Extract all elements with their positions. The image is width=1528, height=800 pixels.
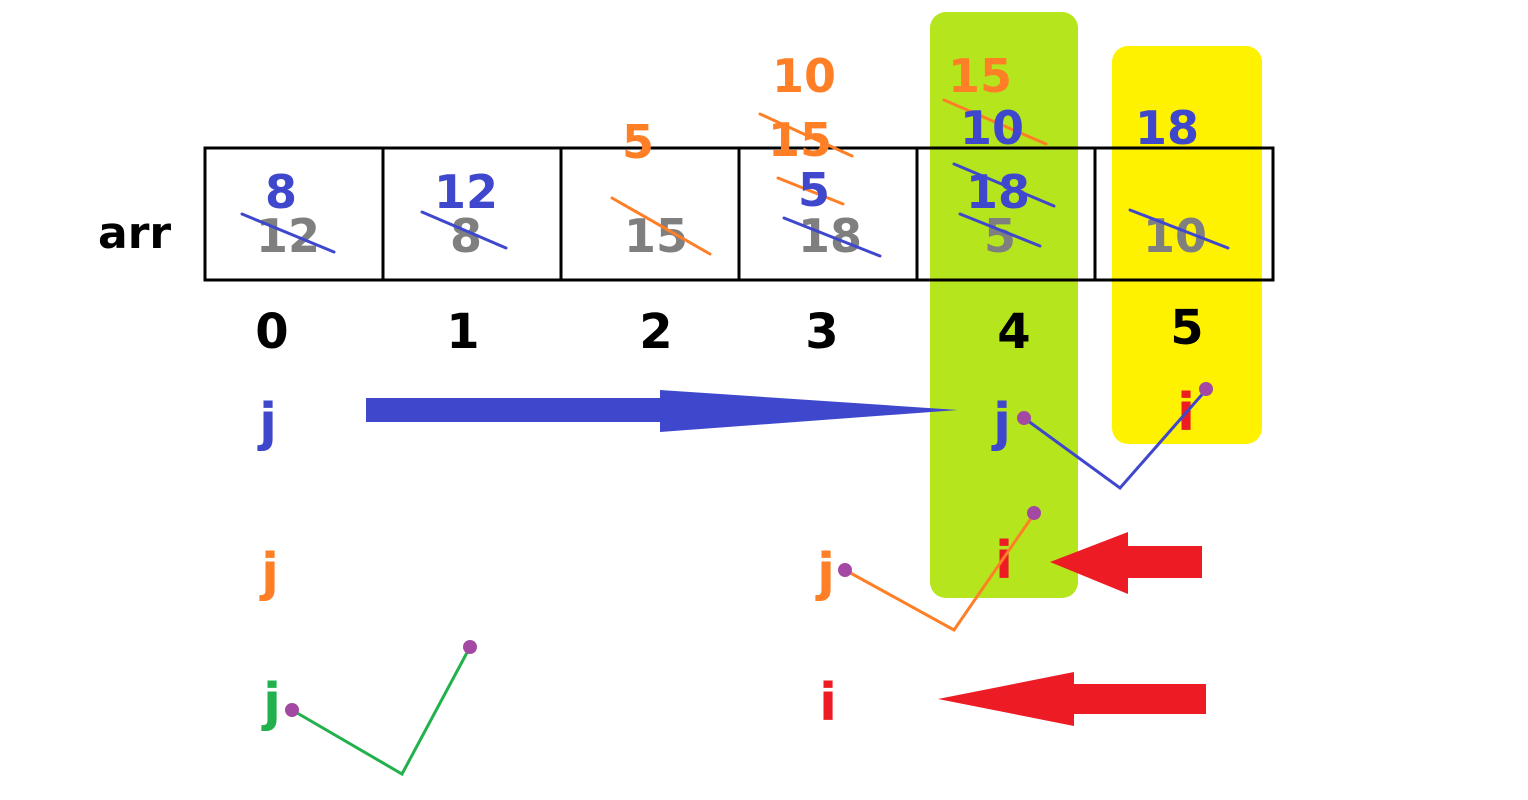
strike-cell-5 <box>1128 208 1230 250</box>
strike-cell-4-upper <box>942 98 1048 146</box>
swap-dot-pass1-b <box>1199 382 1213 396</box>
array-cell-5 <box>1093 146 1275 282</box>
arrow-left-icon <box>938 672 1206 726</box>
array-label: arr <box>98 208 171 259</box>
swap-link-pass1 <box>1023 389 1208 491</box>
swap-link-pass3 <box>291 646 472 777</box>
arrow-right-icon <box>366 390 958 432</box>
swap-dot-pass2-b <box>1027 506 1041 520</box>
pointer-j-pass3: j <box>261 673 281 733</box>
arrow-left-icon <box>1050 532 1202 594</box>
write-cell-1: 12 <box>434 165 498 219</box>
index-label-4: 4 <box>997 304 1030 360</box>
array-cells <box>203 146 1275 282</box>
strike-lines <box>240 98 1230 258</box>
swap-link-pass2 <box>844 513 1036 632</box>
index-label-3: 3 <box>805 304 838 360</box>
write-cell-4-blue-10: 10 <box>960 101 1024 155</box>
index-label-0: 0 <box>255 304 288 360</box>
original-value-4: 5 <box>984 209 1016 263</box>
swap-dot-pass3-b <box>463 640 477 654</box>
swap-dot-pass3-a <box>285 703 299 717</box>
strike-cell-3-orange <box>758 112 854 158</box>
write-cell-3-blue: 5 <box>798 163 830 217</box>
swap-dot-pass1-a <box>1017 411 1031 425</box>
write-cell-4-blue-18: 18 <box>966 165 1030 219</box>
strike-cell-2 <box>610 196 712 256</box>
index-label-5: 5 <box>1170 300 1203 356</box>
write-cell-3-orange-10: 10 <box>772 49 836 103</box>
pointer-j-pass2-start: j <box>259 543 279 603</box>
strike-cell-4-gray <box>958 212 1042 248</box>
write-cell-0: 8 <box>265 165 297 219</box>
strike-cell-4-blue <box>952 162 1056 208</box>
strike-cell-3-gray <box>782 216 882 258</box>
write-cell-5: 18 <box>1135 101 1199 155</box>
pointer-i-pass2: i <box>995 531 1013 591</box>
strike-cell-3-blue <box>776 176 845 206</box>
write-cell-3-orange-15: 15 <box>768 113 832 167</box>
original-value-0: 12 <box>256 209 320 263</box>
write-cell-2: 5 <box>622 115 654 169</box>
strike-cell-0 <box>240 212 336 254</box>
swap-dot-pass2-a <box>838 563 852 577</box>
pointer-j-pass1-end: j <box>991 393 1011 453</box>
written-values: 8 12 5 5 15 10 18 10 15 18 <box>265 49 1199 219</box>
pointer-j-pass1-start: j <box>257 393 277 453</box>
index-labels: 0 1 2 3 4 5 <box>255 300 1203 360</box>
highlight-index-4 <box>930 12 1078 598</box>
write-cell-4-orange-15: 15 <box>948 49 1012 103</box>
strike-cell-1 <box>420 210 508 250</box>
index-label-2: 2 <box>639 304 672 360</box>
pointer-j-pass2-end: j <box>815 543 835 603</box>
pointer-i-pass3: i <box>819 673 837 733</box>
highlight-index-5 <box>1112 46 1262 444</box>
index-label-1: 1 <box>446 304 479 360</box>
